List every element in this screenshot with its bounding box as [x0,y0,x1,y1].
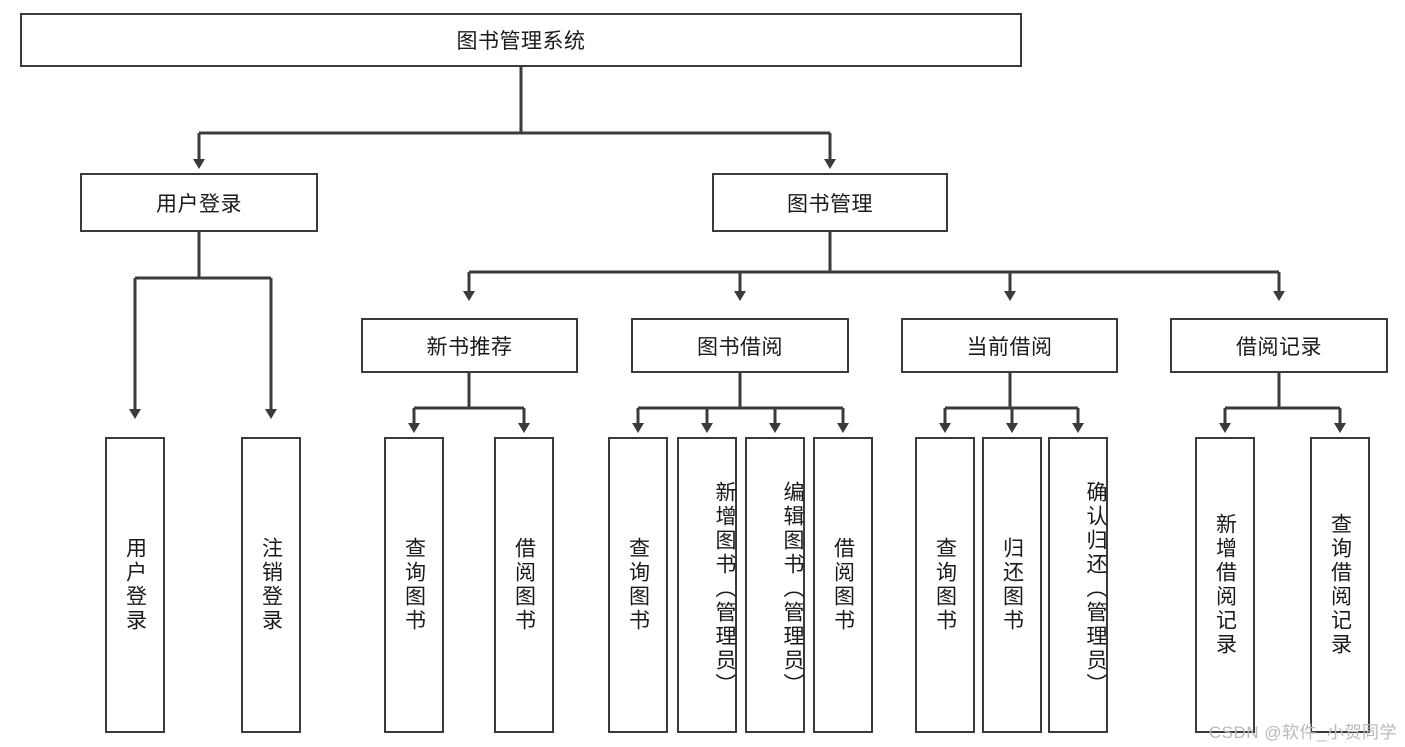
node-book-management[interactable]: 图书管理 [712,173,948,232]
node-label: 图书管理系统 [456,30,586,53]
node-label: 当前借阅 [966,335,1053,359]
leaf-borrow-add-book-admin[interactable]: 新增图书（管理员） [677,437,737,733]
node-label: 借阅图书 [512,537,536,633]
leaf-current-return-book[interactable]: 归还图书 [982,437,1042,733]
leaf-user-login-signin[interactable]: 用户登录 [105,437,165,733]
node-label: 新书推荐 [426,335,513,359]
node-label: 图书借阅 [697,335,783,359]
node-label: 编辑图书（管理员） [781,481,804,697]
node-label: 确认归还（管理员） [1084,481,1107,697]
leaf-user-login-signout[interactable]: 注销登录 [241,437,301,733]
node-label: 查询借阅记录 [1328,513,1352,657]
node-borrow-record[interactable]: 借阅记录 [1170,318,1388,373]
leaf-borrow-query-book[interactable]: 查询图书 [608,437,668,733]
csdn-watermark: CSDN @软件_小贺同学 [1208,723,1397,742]
node-label: 归还图书 [1000,537,1024,633]
node-label: 图书管理 [787,192,873,216]
node-book-borrow[interactable]: 图书借阅 [631,318,849,373]
node-label: 新增图书（管理员） [713,481,736,697]
leaf-current-query-book[interactable]: 查询图书 [915,437,975,733]
node-label: 借阅图书 [831,537,855,633]
node-user-login[interactable]: 用户登录 [80,173,318,232]
leaf-recommend-borrow-book[interactable]: 借阅图书 [494,437,554,733]
node-label: 借阅记录 [1236,335,1322,359]
node-label: 注销登录 [259,537,283,633]
node-label: 查询图书 [933,537,957,633]
leaf-record-query-record[interactable]: 查询借阅记录 [1310,437,1370,733]
node-new-book-recommend[interactable]: 新书推荐 [361,318,578,373]
node-root-system[interactable]: 图书管理系统 [20,13,1022,67]
leaf-borrow-edit-book-admin[interactable]: 编辑图书（管理员） [745,437,805,733]
node-label: 用户登录 [156,192,242,216]
leaf-borrow-borrow-book[interactable]: 借阅图书 [813,437,873,733]
leaf-recommend-query-book[interactable]: 查询图书 [384,437,444,733]
node-label: 查询图书 [402,537,426,633]
leaf-current-confirm-return-admin[interactable]: 确认归还（管理员） [1048,437,1108,733]
node-label: 新增借阅记录 [1213,513,1237,657]
leaf-record-add-record[interactable]: 新增借阅记录 [1195,437,1255,733]
node-current-borrow[interactable]: 当前借阅 [901,318,1118,373]
node-label: 用户登录 [123,537,147,633]
node-label: 查询图书 [626,537,650,633]
